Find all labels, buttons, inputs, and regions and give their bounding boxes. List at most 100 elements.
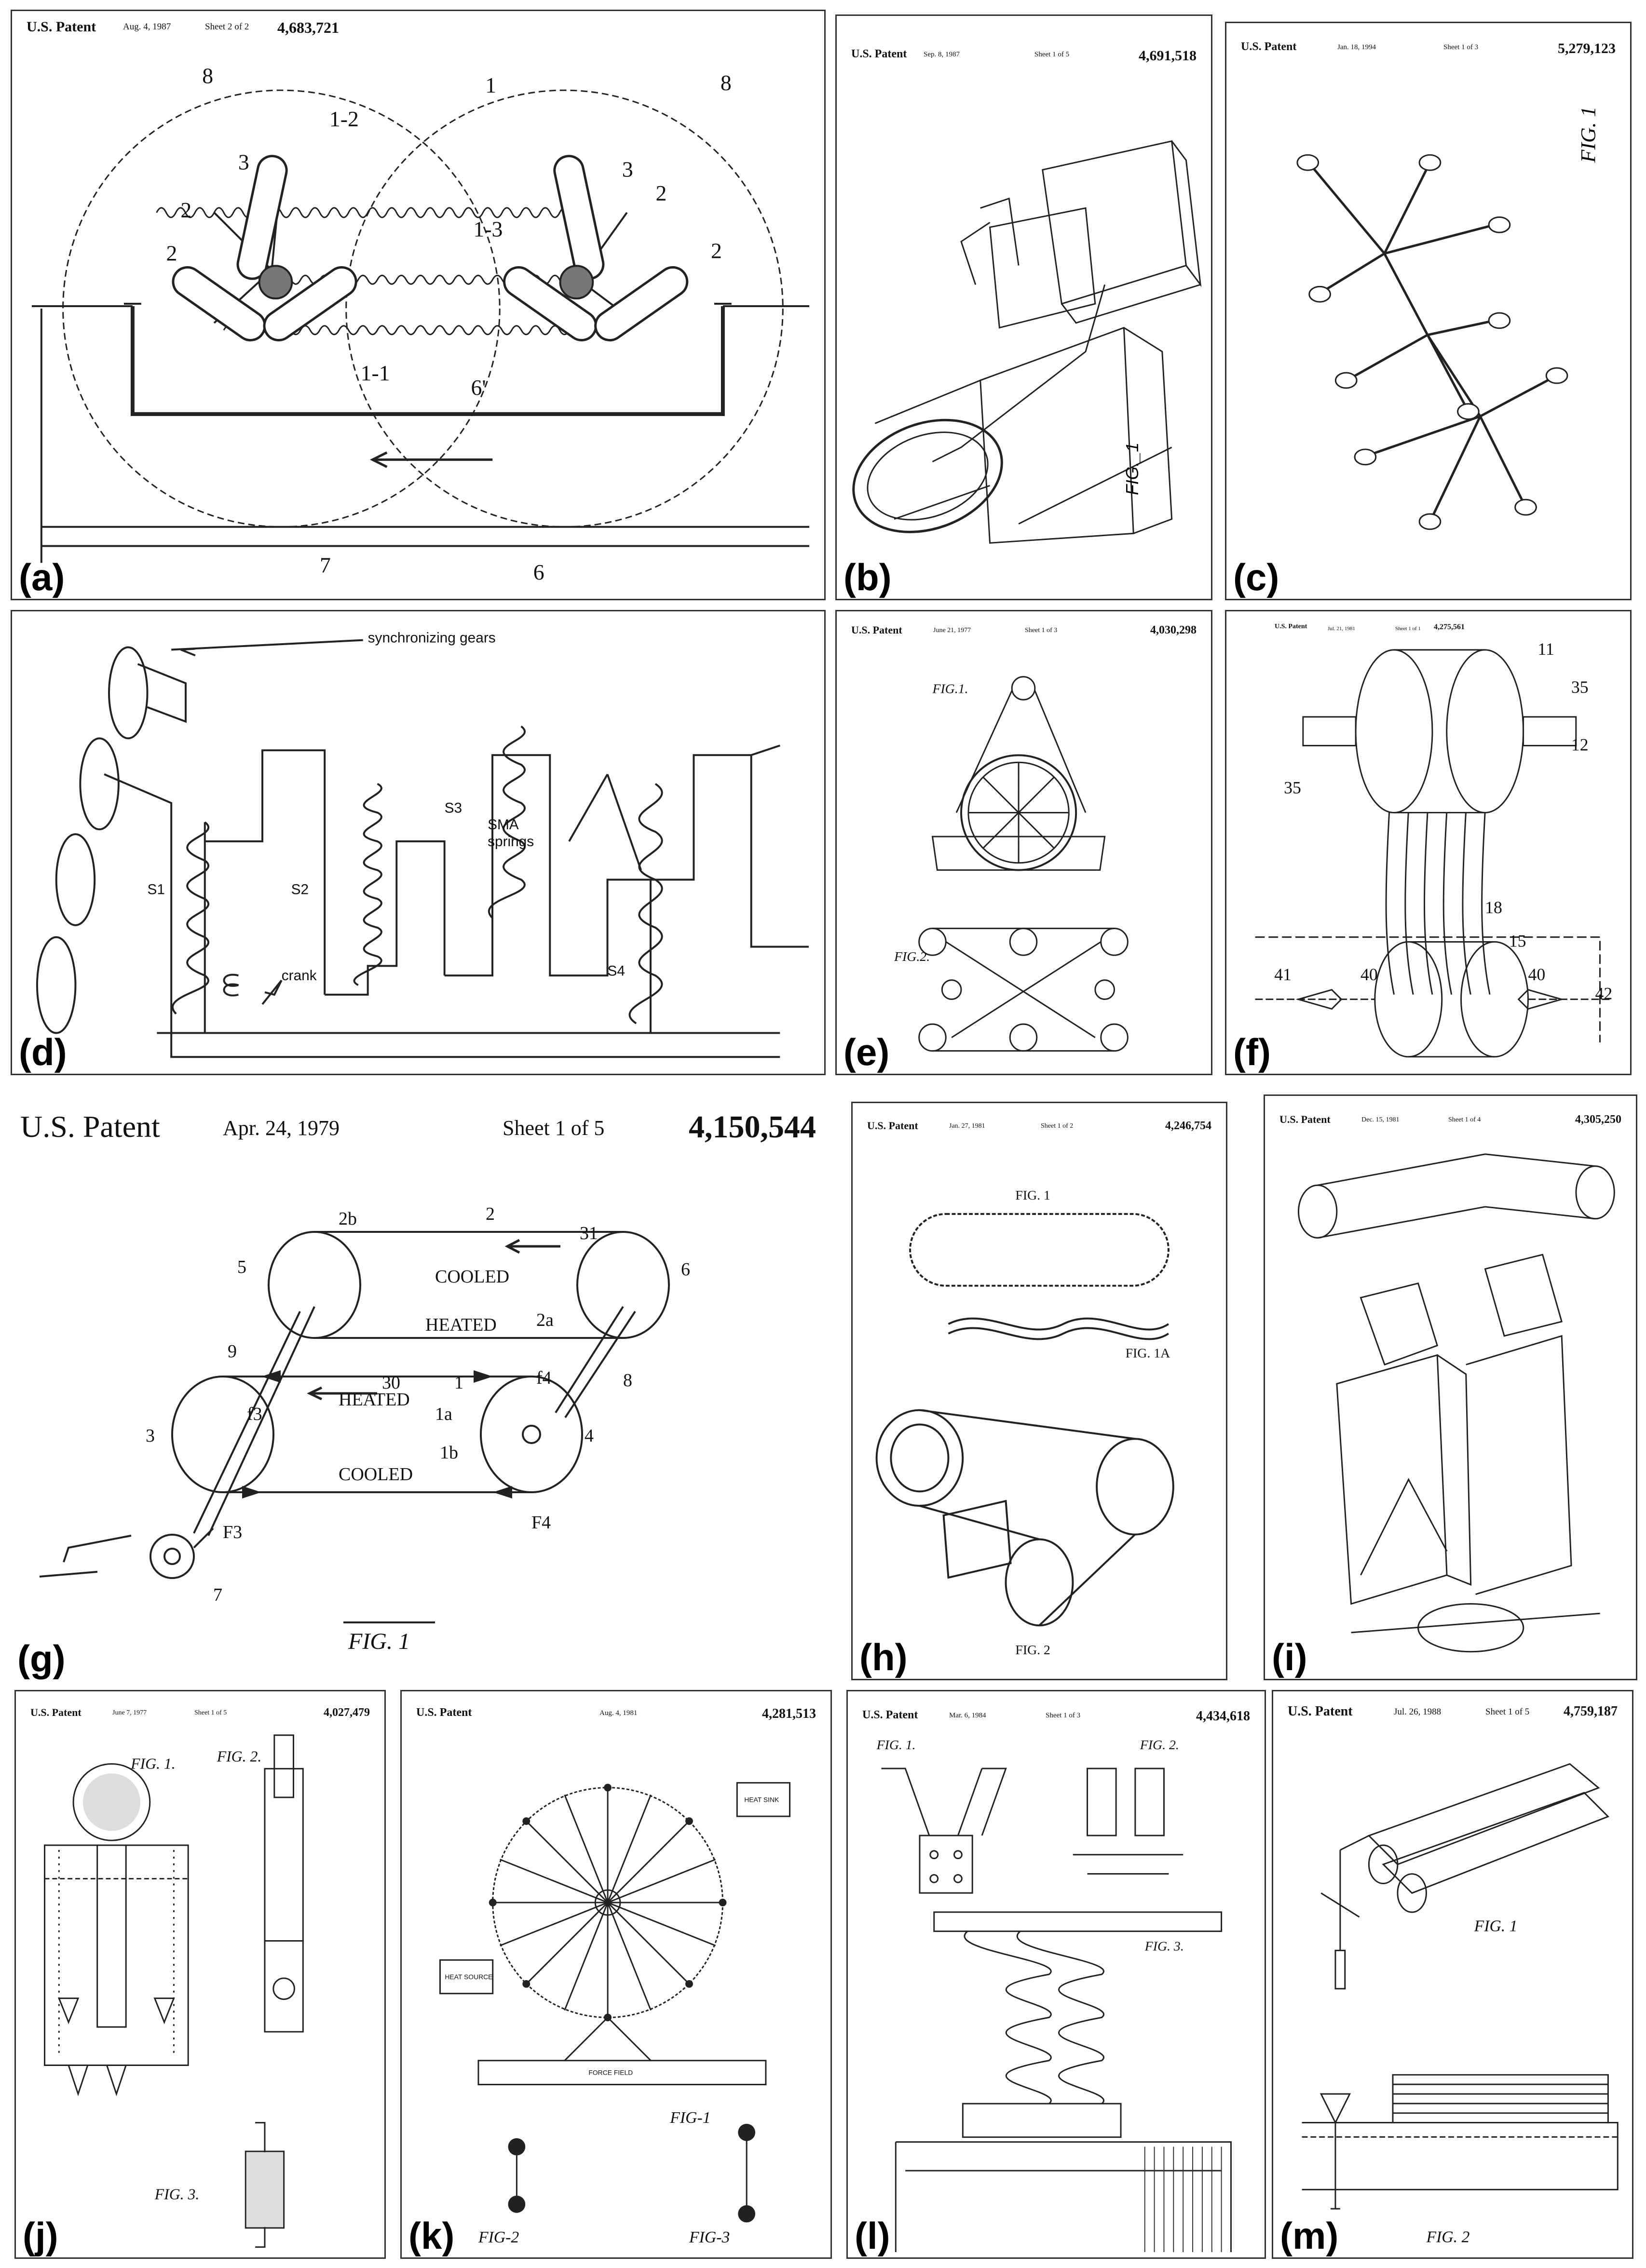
panel-label: (l) <box>855 2214 890 2257</box>
patent-number: 4,030,298 <box>1150 624 1197 636</box>
patent-header: U.S. Patent Dec. 15, 1981 Sheet 1 of 4 4… <box>1279 1110 1621 1139</box>
ref-6: 6 <box>533 560 544 584</box>
panel-g: U.S. Patent Apr. 24, 1979 Sheet 1 of 5 4… <box>11 1099 826 1680</box>
drawing-j: FIG. 1. FIG. 2. FIG. 3. <box>44 1734 304 2248</box>
fig2-label: FIG. 2 <box>1015 1643 1050 1658</box>
panel-label: (e) <box>843 1031 890 1073</box>
ref-1: 1 <box>485 73 496 97</box>
panel-m: U.S. Patent Jul. 26, 1988 Sheet 1 of 5 4… <box>1272 1690 1633 2259</box>
patent-number: 4,434,618 <box>1196 1709 1250 1724</box>
ref-18: 18 <box>1485 898 1502 917</box>
ref-31: 31 <box>580 1223 598 1243</box>
patent-header: U.S. Patent June 21, 1977 Sheet 1 of 3 4… <box>851 621 1197 650</box>
ref-8-right: 8 <box>721 70 732 95</box>
drawing-i <box>1297 1153 1615 1653</box>
panel-label: (m) <box>1280 2214 1339 2257</box>
patent-date: Jan. 18, 1994 <box>1337 43 1376 51</box>
drawing-d: synchronizing gears SMA springs crank S1… <box>36 630 809 1058</box>
label-crank: crank <box>282 968 317 984</box>
ref-f4: f4 <box>536 1368 552 1388</box>
text-heated-bottom: HEATED <box>339 1390 410 1410</box>
ref-1b: 1b <box>440 1443 458 1463</box>
panel-i: U.S. Patent Dec. 15, 1981 Sheet 1 of 4 4… <box>1264 1094 1637 1680</box>
panel-a: U.S. Patent Aug. 4, 1987 Sheet 2 of 2 4,… <box>11 10 826 600</box>
patent-date: Jul. 26, 1988 <box>1394 1707 1442 1717</box>
fig2-label: FIG.2. <box>894 949 930 964</box>
patent-sheet: Sheet 1 of 5 <box>1034 51 1070 58</box>
ref-40-right: 40 <box>1528 965 1546 984</box>
ref-35-right: 35 <box>1571 677 1589 697</box>
ref-9: 9 <box>228 1341 237 1362</box>
ref-3: 3 <box>146 1426 155 1446</box>
panel-label: (d) <box>19 1031 67 1073</box>
ref-4: 4 <box>585 1426 594 1446</box>
ref-1a: 1a <box>435 1404 452 1424</box>
patent-sheet: Sheet 1 of 5 <box>503 1116 605 1140</box>
fig1-label: FIG. 1 <box>1015 1188 1050 1203</box>
ref-2-d: 2 <box>711 238 722 263</box>
fig3-label: FIG. 3. <box>1144 1939 1184 1954</box>
patent-sheet: Sheet 1 of 5 <box>1485 1707 1530 1717</box>
patent-label: U.S. Patent <box>27 19 96 35</box>
drawing-f: 11 35 35 12 18 15 41 40 40 42 <box>1255 639 1612 1058</box>
fig1-label: FIG. 1. <box>876 1738 916 1753</box>
ref-1-2: 1-2 <box>329 107 359 131</box>
fig3-label: FIG. 3. <box>154 2186 200 2202</box>
patent-sheet: Sheet 2 of 2 <box>205 22 249 32</box>
fig2-label: FIG. 2. <box>1140 1738 1179 1753</box>
patent-date: Sep. 8, 1987 <box>924 51 960 58</box>
patent-number: 4,027,479 <box>324 1706 370 1719</box>
patent-header: U.S. Patent Jan. 27, 1981 Sheet 1 of 2 4… <box>867 1117 1211 1146</box>
patent-number: 4,246,754 <box>1165 1120 1211 1132</box>
ref-35-left: 35 <box>1284 778 1301 797</box>
panel-l: U.S. Patent Mar. 6, 1984 Sheet 1 of 3 4,… <box>846 1690 1266 2259</box>
patent-label: U.S. Patent <box>862 1709 918 1721</box>
drawing-l: FIG. 1. FIG. 2. FIG. 3. <box>876 1738 1232 2252</box>
label-s1: S1 <box>148 881 165 897</box>
fig1-label: FIG. 1. <box>130 1755 176 1772</box>
patent-sheet: Sheet 1 of 3 <box>1046 1712 1081 1719</box>
patent-sheet: Sheet 1 of 4 <box>1448 1116 1481 1123</box>
fig1-label: FIG.1. <box>932 681 968 696</box>
panel-label: (c) <box>1233 556 1279 598</box>
ref-F3: F3 <box>223 1522 242 1542</box>
patent-date: Aug. 4, 1981 <box>599 1709 638 1717</box>
ref-15: 15 <box>1509 931 1526 950</box>
text-heated-top: HEATED <box>425 1315 497 1335</box>
fig2-label: FIG. 2 <box>1426 2228 1469 2246</box>
patent-label: U.S. Patent <box>851 48 907 60</box>
fig1-label: FIG-1 <box>669 2109 710 2127</box>
text-cooled-top: COOLED <box>435 1267 509 1287</box>
panel-label: (f) <box>1233 1031 1271 1073</box>
ref-2-a: 2 <box>180 198 191 222</box>
ref-41: 41 <box>1274 965 1292 984</box>
patent-label: U.S. Patent <box>1241 40 1297 53</box>
fig3-label: FIG-3 <box>689 2228 730 2246</box>
ref-7: 7 <box>213 1585 222 1605</box>
patent-label: U.S. Patent <box>416 1706 472 1719</box>
ref-2: 2 <box>486 1204 495 1224</box>
ref-F4: F4 <box>531 1512 551 1533</box>
ref-30: 30 <box>382 1373 400 1393</box>
ref-1: 1 <box>454 1373 463 1393</box>
patent-date: June 21, 1977 <box>933 627 971 634</box>
ref-8: 8 <box>623 1370 632 1390</box>
patent-header: U.S. Patent Apr. 24, 1979 Sheet 1 of 5 4… <box>20 1109 816 1145</box>
label-s4: S4 <box>608 963 625 979</box>
label-s3: S3 <box>445 800 462 816</box>
fig2-label: FIG. 2. <box>217 1748 262 1765</box>
drawing-c: FIG. 1 <box>1296 107 1600 530</box>
panel-b: U.S. Patent Sep. 8, 1987 Sheet 1 of 5 4,… <box>835 14 1212 600</box>
panel-j: U.S. Patent June 7, 1977 Sheet 1 of 5 4,… <box>14 1690 386 2259</box>
ref-11: 11 <box>1537 639 1554 659</box>
patent-label: U.S. Patent <box>1288 1704 1353 1719</box>
label-sma: SMA <box>488 817 519 833</box>
fig1-label: FIG. 1 <box>1474 1917 1518 1935</box>
drawing-a: 8 8 1 1-2 1-3 1-1 3 3 2 2 2 2 6' 6 7 <box>31 63 810 584</box>
panel-k: U.S. Patent Aug. 4, 1981 4,281,513 FORCE… <box>400 1690 832 2259</box>
patent-number: 4,759,187 <box>1564 1704 1618 1719</box>
patent-label: U.S. Patent <box>20 1109 160 1144</box>
drawing-k: FORCE FIELD HEAT SOURCE HEAT SINK FIG-1 … <box>439 1782 791 2246</box>
patent-number: 4,305,250 <box>1575 1113 1621 1126</box>
patent-date: Dec. 15, 1981 <box>1361 1116 1400 1123</box>
